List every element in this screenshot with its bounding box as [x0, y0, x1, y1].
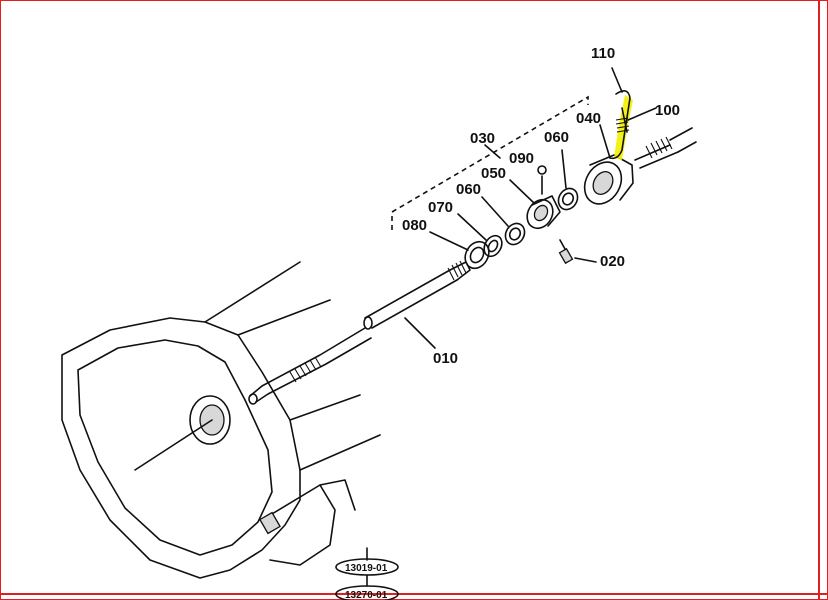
reference-tag-1: 13019-01 [345, 563, 388, 574]
callout-060-upper: 060 [544, 129, 569, 146]
washer-060-upper [557, 149, 579, 211]
bearing-050 [509, 179, 561, 230]
ring-070 [457, 213, 503, 258]
spring-100 [614, 95, 657, 160]
highlight-mark [614, 95, 633, 160]
callout-050: 050 [481, 165, 506, 182]
callout-040: 040 [576, 110, 601, 127]
group-bracket-030 [391, 95, 589, 230]
snap-ring-110 [609, 67, 631, 160]
reference-tag-2: 13270-01 [345, 590, 388, 600]
callout-100: 100 [655, 102, 680, 119]
frame-bottom-line [0, 593, 828, 595]
reference-tags: 13019-01 13270-01 [335, 547, 399, 600]
callout-090: 090 [509, 150, 534, 167]
ring-080 [429, 231, 490, 270]
main-shaft [248, 260, 471, 405]
callout-070: 070 [428, 199, 453, 216]
callout-030: 030 [470, 130, 495, 147]
frame-right-line [818, 0, 820, 600]
washer-060-lower [481, 196, 526, 246]
bolt-020 [558, 239, 597, 265]
callout-110: 110 [591, 45, 615, 62]
transmission-housing [61, 261, 381, 579]
coupling-040 [583, 124, 634, 205]
callout-020: 020 [600, 253, 625, 270]
pin-090 [537, 165, 547, 195]
callout-060-lower: 060 [456, 181, 481, 198]
callout-010: 010 [433, 350, 458, 367]
callout-080: 080 [402, 217, 427, 234]
spline-shaft-upper [634, 127, 697, 169]
callout-labels: 110 100 040 030 060 090 050 060 070 080 … [402, 45, 680, 367]
